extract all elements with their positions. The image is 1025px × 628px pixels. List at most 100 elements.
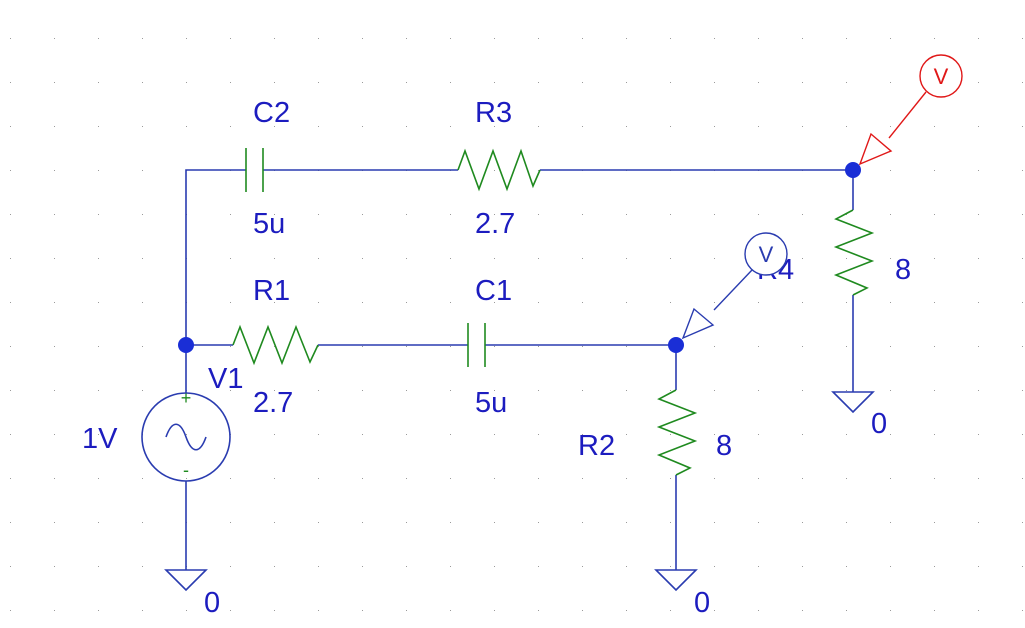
grid-dot	[318, 522, 319, 523]
grid-dot	[362, 82, 363, 83]
grid-dot	[450, 610, 451, 611]
grid-dot	[54, 38, 55, 39]
grid-dot	[274, 434, 275, 435]
grid-dot	[670, 522, 671, 523]
grid-dot	[54, 478, 55, 479]
grid-dot	[890, 390, 891, 391]
grid-dot	[890, 610, 891, 611]
grid-dot	[230, 566, 231, 567]
grid-dot	[978, 126, 979, 127]
r4-value: 8	[895, 254, 911, 286]
grid-dot	[626, 214, 627, 215]
grid-dot	[142, 170, 143, 171]
grid-dot	[98, 302, 99, 303]
grid-dot	[450, 82, 451, 83]
grid-dot	[318, 214, 319, 215]
ground-r2-label: 0	[694, 587, 710, 619]
grid-dot	[846, 610, 847, 611]
grid-dot	[538, 390, 539, 391]
grid-dot	[362, 434, 363, 435]
grid-dot	[538, 522, 539, 523]
voltage-probe-blue[interactable]: V	[681, 232, 788, 340]
grid-dot	[230, 610, 231, 611]
grid-dot	[494, 390, 495, 391]
grid-dot	[538, 610, 539, 611]
grid-dot	[362, 346, 363, 347]
grid-dot	[670, 566, 671, 567]
grid-dot	[582, 566, 583, 567]
grid-dot	[274, 478, 275, 479]
grid-dot	[714, 258, 715, 259]
grid-dot	[142, 478, 143, 479]
voltage-source-v1[interactable]: + - V1 1V	[82, 363, 243, 482]
grid-dot	[318, 566, 319, 567]
c1-value: 5u	[475, 387, 507, 419]
grid-dot	[538, 302, 539, 303]
capacitor-c2[interactable]: C2 5u	[245, 97, 290, 240]
junction-node-left	[178, 337, 194, 353]
resistor-icon	[833, 209, 875, 296]
grid-dot	[978, 82, 979, 83]
grid-dot	[758, 390, 759, 391]
grid-dot	[802, 258, 803, 259]
capacitor-c1[interactable]: C1 5u	[467, 275, 512, 419]
grid-dot	[582, 346, 583, 347]
grid-dot	[10, 214, 11, 215]
grid-dot	[802, 346, 803, 347]
grid-dot	[978, 434, 979, 435]
grid-dot	[142, 38, 143, 39]
grid-dot	[978, 214, 979, 215]
grid-dot	[362, 478, 363, 479]
resistor-r3[interactable]: R3 2.7	[457, 97, 541, 240]
voltage-probe-red[interactable]: V	[858, 54, 963, 166]
grid-dot	[582, 302, 583, 303]
ac-source-icon	[141, 392, 231, 482]
grid-dot	[362, 566, 363, 567]
grid-dot	[494, 82, 495, 83]
grid-dot	[274, 258, 275, 259]
grid-dot	[406, 610, 407, 611]
grid-dot	[274, 82, 275, 83]
grid-dot	[450, 38, 451, 39]
grid-dot	[582, 126, 583, 127]
grid-dot	[758, 126, 759, 127]
grid-dot	[406, 82, 407, 83]
grid-dot	[714, 478, 715, 479]
grid-dot	[10, 38, 11, 39]
grid-dot	[494, 38, 495, 39]
resistor-r2[interactable]: R2 8	[578, 389, 732, 476]
grid-dot	[758, 214, 759, 215]
grid-dot	[978, 302, 979, 303]
grid-dot	[1022, 38, 1023, 39]
grid-dot	[670, 82, 671, 83]
grid-dot	[626, 302, 627, 303]
grid-dot	[890, 126, 891, 127]
grid-dot	[538, 434, 539, 435]
grid-dot	[670, 38, 671, 39]
grid-dot	[406, 302, 407, 303]
grid-dot	[758, 302, 759, 303]
grid-dot	[318, 38, 319, 39]
grid-dot	[186, 38, 187, 39]
grid-dot	[54, 434, 55, 435]
grid-dot	[758, 434, 759, 435]
grid-dot	[538, 82, 539, 83]
r2-value: 8	[716, 430, 732, 462]
grid-dot	[978, 258, 979, 259]
ground-r4-label: 0	[871, 408, 887, 440]
grid-dot	[494, 126, 495, 127]
grid-dot	[846, 346, 847, 347]
grid-dots	[10, 38, 1023, 611]
grid-dot	[626, 82, 627, 83]
grid-dot	[142, 346, 143, 347]
grid-dot	[98, 346, 99, 347]
wires	[185, 169, 854, 570]
grid-dot	[670, 390, 671, 391]
grid-dot	[626, 126, 627, 127]
grid-dot	[230, 82, 231, 83]
grid-dot	[54, 610, 55, 611]
resistor-r1[interactable]: R1 2.7	[232, 275, 319, 419]
grid-dot	[538, 170, 539, 171]
grid-dot	[626, 346, 627, 347]
